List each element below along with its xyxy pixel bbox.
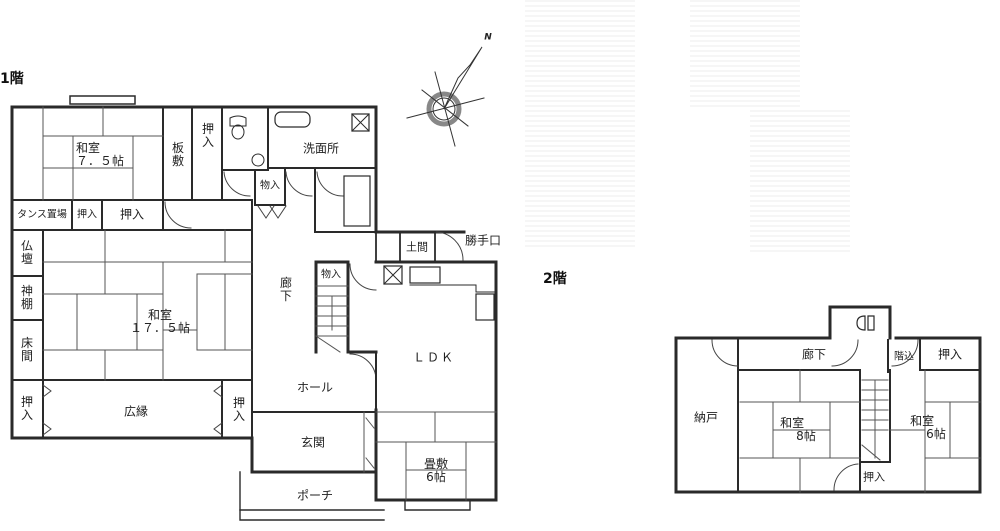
bleed-through-area (690, 0, 800, 110)
room-genkan: 玄関 (300, 435, 326, 450)
compass-north-label: N (484, 32, 492, 43)
room-doma: 土間 (406, 240, 428, 254)
room-washitsu-17-5: 和室 １７．５帖 (130, 309, 190, 335)
room-rouka-2f: 廊下 (801, 347, 827, 362)
room-hall: ホール (296, 380, 334, 395)
room-hashigo: 階込 (894, 351, 914, 363)
room-washitsu-7-5: 和室 ７．５帖 (76, 142, 124, 168)
floor-title-1f: 1階 (0, 71, 24, 87)
room-size: ７．５帖 (75, 154, 125, 168)
room-oshiire-c: 押入 (119, 207, 145, 222)
room-nando: 納戸 (693, 410, 719, 425)
bleed-through-area (525, 0, 635, 250)
room-oshiire-bottom-2f: 押入 (863, 470, 885, 484)
room-name: 和室 (910, 414, 935, 428)
room-tansu-okiba: タンス置場 (17, 209, 67, 221)
room-oshiire-a: 押入 (201, 122, 214, 149)
room-monoire-top: 物入 (260, 180, 280, 192)
room-size: 6帖 (426, 470, 446, 484)
room-monoire-stair: 物入 (321, 269, 341, 281)
room-tatami-6: 畳敷 6帖 (424, 458, 448, 484)
room-oshiire-right: 押入 (232, 396, 245, 423)
room-size: 8帖 (796, 429, 816, 443)
compass-rose-icon (405, 45, 490, 150)
room-ldk: ＬＤＫ (412, 350, 456, 365)
room-washitsu-8: 和室 8帖 (780, 417, 816, 443)
room-kamidana: 神棚 (20, 284, 33, 311)
room-oshiire-b: 押入 (77, 209, 97, 221)
room-washitsu-6: 和室 6帖 (910, 415, 946, 441)
room-size: 6帖 (926, 427, 946, 441)
room-name: 和室 (147, 308, 173, 322)
floor-title-2f: 2階 (543, 271, 567, 287)
room-rouka-1f: 廊下 (279, 276, 292, 303)
room-butsudan: 仏壇 (20, 239, 33, 266)
room-senmenjo: 洗面所 (302, 141, 340, 156)
room-name: 和室 (75, 141, 101, 155)
bleed-through-area (750, 110, 850, 255)
room-tokonoma: 床間 (20, 336, 33, 363)
room-oshiire-left: 押入 (20, 395, 33, 422)
room-hiroen: 広縁 (123, 404, 149, 419)
room-katteguchi: 勝手口 (464, 233, 502, 248)
room-size: １７．５帖 (129, 321, 191, 335)
room-name: 和室 (780, 416, 805, 430)
room-oshiire-top-2f: 押入 (937, 347, 963, 362)
room-itajiki: 板敷 (171, 141, 184, 168)
room-name: 畳敷 (423, 457, 449, 471)
room-porch: ポーチ (296, 488, 334, 503)
